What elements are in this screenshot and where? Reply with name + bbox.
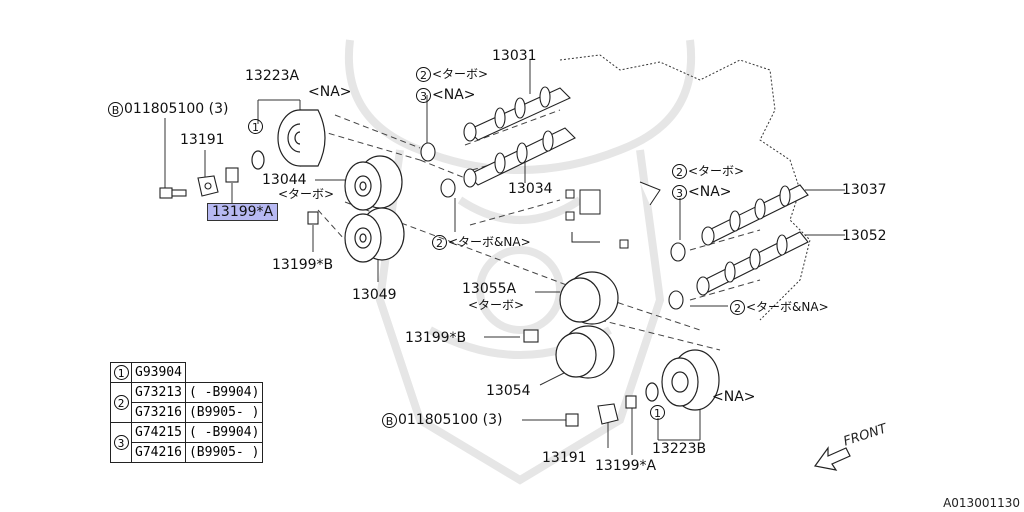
label-13199a-highlight: 13199*A <box>207 203 279 221</box>
label-13034: 13034 <box>508 181 553 197</box>
label-13199a-lower: 13199*A <box>595 458 657 474</box>
washer-13191 <box>197 175 219 197</box>
bolt-13199b-mid <box>523 329 539 343</box>
reference-code: A013001130 <box>943 496 1020 510</box>
label-13191: 13191 <box>180 132 225 148</box>
leader-lines <box>164 60 845 455</box>
table-row: 3 G74215 ( -B9904) <box>110 422 264 463</box>
label-13223a: 13223A <box>245 68 300 84</box>
label-circle2-turbo-right: 2<ターボ> <box>672 163 744 179</box>
camshaft-13031 <box>463 86 571 142</box>
seal-ring-upper <box>420 142 456 198</box>
label-13199b-mid: 13199*B <box>405 330 467 346</box>
label-circle1-right: 1 <box>650 404 666 420</box>
label-13191-lower: 13191 <box>542 450 587 466</box>
label-13052: 13052 <box>842 228 887 244</box>
bolt-13199a <box>225 167 239 183</box>
label-13044: 13044 <box>262 172 307 188</box>
label-13223b: 13223B <box>652 441 707 457</box>
table-row: 2 G73213 ( -B9904) <box>110 382 264 423</box>
bolt-13199a-lower <box>625 395 637 409</box>
circle-b-icon-lower: B <box>382 412 397 428</box>
label-13031: 13031 <box>492 48 537 64</box>
pulley-13044 <box>344 155 403 211</box>
label-turbo-13055a: <ターボ> <box>468 298 525 312</box>
label-circle3-na-top: 3<NA> <box>416 87 476 103</box>
part-code-table: 1 G93904 2 G73213 ( -B9904) G73216 (B990… <box>110 362 264 463</box>
seal-ring-right <box>668 242 686 310</box>
table-row: 1 G93904 <box>110 362 263 383</box>
camshaft-13037 <box>701 184 809 246</box>
watermark-emblem <box>344 39 696 485</box>
pulley-13055a <box>559 271 619 325</box>
engine-block-outline <box>559 54 811 321</box>
pulley-13054 <box>555 325 615 379</box>
cam-sprocket-13223b <box>645 349 720 411</box>
label-13037: 13037 <box>842 182 887 198</box>
bolt-b011805100-lower <box>565 413 579 427</box>
label-circle3-na-right: 3<NA> <box>672 184 732 200</box>
label-turbo-13044: <ターボ> <box>278 187 335 201</box>
label-circle2-turbo-top: 2<ターボ> <box>416 66 488 82</box>
label-na-13223b: <NA> <box>712 389 756 405</box>
table-row: G73216 (B9905- ) <box>111 402 264 423</box>
label-na-13223a: <NA> <box>308 84 352 100</box>
bolt-b011805100 <box>159 187 187 199</box>
circle-b-icon: B <box>108 101 123 117</box>
pulley-13049 <box>344 207 405 263</box>
label-13049: 13049 <box>352 287 397 303</box>
table-row: G74216 (B9905- ) <box>111 442 264 463</box>
center-fittings <box>565 181 661 249</box>
cam-sprocket-13223a <box>251 109 326 170</box>
camshaft-13034 <box>463 127 576 188</box>
label-13055a: 13055A <box>462 281 517 297</box>
label-circle1-left: 1 <box>248 118 264 134</box>
camshaft-13052 <box>696 231 809 296</box>
label-circle2-turbo-na-left: 2<ターボ&NA> <box>432 234 531 250</box>
label-13054: 13054 <box>486 383 531 399</box>
label-13199b-left: 13199*B <box>272 257 334 273</box>
front-arrow-icon <box>813 446 851 471</box>
label-circle2-turbo-na-right: 2<ターボ&NA> <box>730 299 829 315</box>
washer-13191-lower <box>597 403 619 425</box>
bolt-13199b-left <box>307 211 319 225</box>
